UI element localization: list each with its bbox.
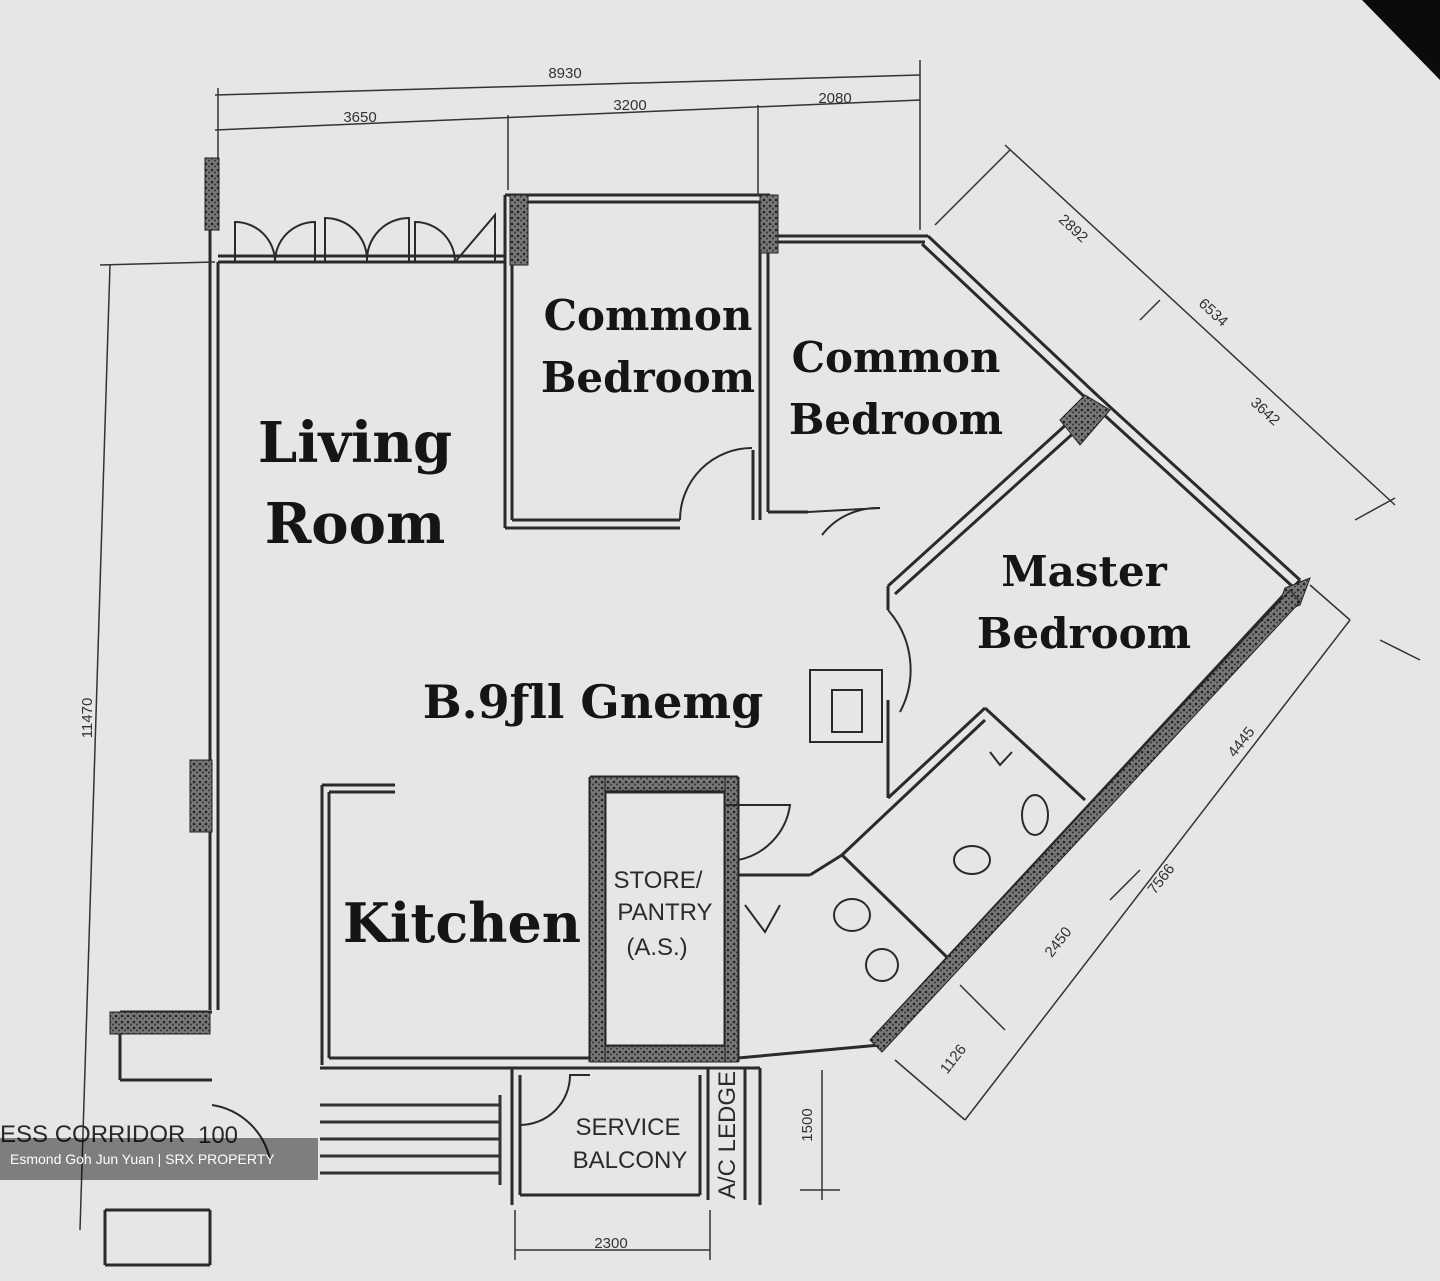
- access-corridor-label: ESS CORRIDOR: [0, 1121, 185, 1148]
- dim-left-height: 11470: [79, 698, 96, 739]
- dim-top-left: 3650: [343, 109, 376, 126]
- kitchen-label: Kitchen: [343, 891, 581, 955]
- bathroom-fixtures: [744, 669, 1049, 982]
- structural-columns: [109, 157, 1311, 1063]
- common-bedroom-2-label-2: Bedroom: [789, 395, 1003, 444]
- door-width-label: 100: [198, 1122, 238, 1149]
- dimension-lines: [79, 60, 1421, 1260]
- master-bedroom-label-2: Bedroom: [977, 609, 1191, 658]
- doors: [211, 212, 912, 1161]
- service-balcony-label-2: BALCONY: [573, 1147, 688, 1174]
- common-bedroom-1-label: Common: [544, 291, 753, 340]
- dim-top-mid: 3200: [613, 97, 646, 114]
- master-bedroom-label: Master: [1001, 547, 1167, 596]
- common-bedroom-2-label: Common: [792, 333, 1001, 382]
- common-bedroom-1-label-2: Bedroom: [541, 353, 755, 402]
- store-pantry-label-2: PANTRY: [617, 899, 712, 926]
- ac-ledge-label: A/C LEDGE: [714, 1071, 741, 1199]
- watermark-band: [0, 1138, 318, 1180]
- service-balcony-label: SERVICE: [576, 1114, 681, 1141]
- store-pantry-label-3: (A.S.): [626, 934, 687, 961]
- dim-balcony-depth: 1500: [799, 1108, 816, 1141]
- living-room-label-2: Room: [265, 491, 446, 557]
- living-room-label: Living: [258, 410, 452, 476]
- dim-bottom-width: 2300: [594, 1235, 627, 1252]
- dim-total-top: 8930: [548, 65, 581, 82]
- dining-label: B.9ƒll Gnemg: [423, 675, 764, 729]
- store-pantry-label: STORE/: [614, 867, 703, 894]
- watermark-text: Esmond Goh Jun Yuan | SRX PROPERTY: [10, 1151, 275, 1167]
- dim-top-right: 2080: [818, 90, 851, 107]
- staircase-lines: [320, 1095, 502, 1185]
